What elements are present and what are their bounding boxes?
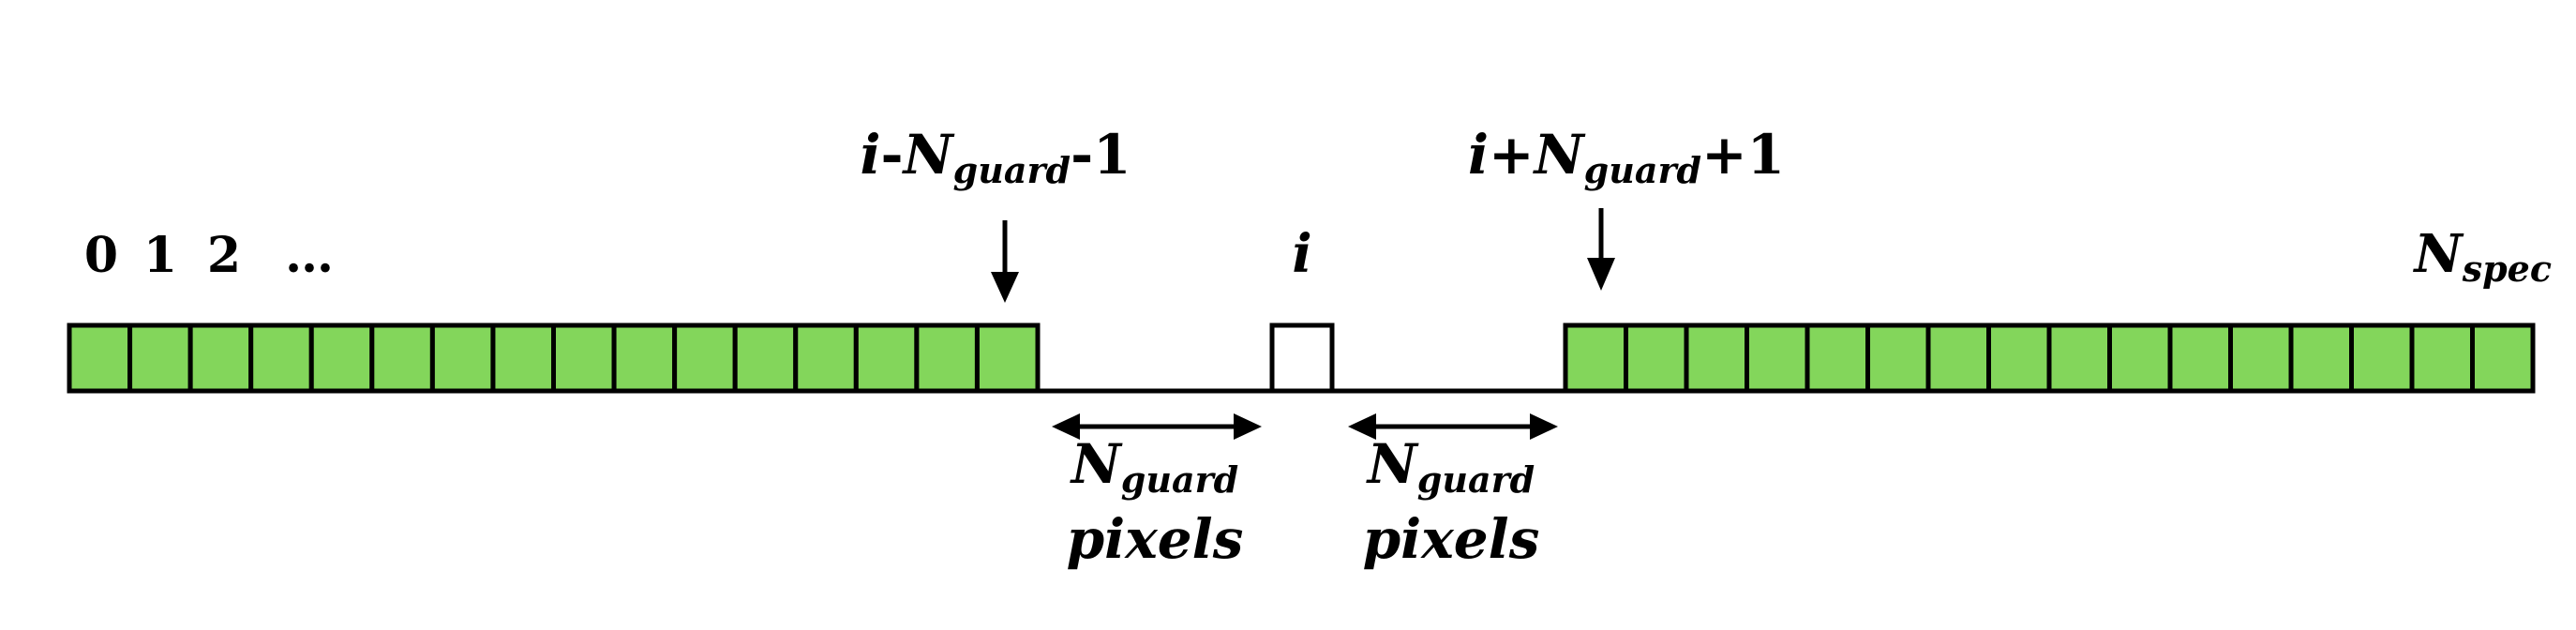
right-pixel-cell [2409, 322, 2475, 394]
center-index-label: i [1292, 223, 1311, 285]
left-gap-sym: N [1070, 432, 1123, 496]
left-pixel-cells [67, 322, 1041, 394]
left-gap-span-arrow [1052, 413, 1262, 440]
left-boundary-sep: - [881, 123, 904, 187]
left-gap-count-label: Nguard [1070, 432, 1238, 501]
left-boundary-suffix: -1 [1071, 123, 1131, 187]
left-pixel-cell [490, 322, 556, 394]
right-boundary-suffix: +1 [1701, 123, 1785, 187]
left-pixel-cell [611, 322, 678, 394]
right-pixel-cell [2470, 322, 2536, 394]
right-pixel-cell [1805, 322, 1870, 394]
right-pixel-cell [2107, 322, 2173, 394]
right-pixel-cell [1986, 322, 2052, 394]
right-boundary-sym: N [1533, 123, 1586, 187]
left-pixel-cell [429, 322, 496, 394]
left-pixel-cell [551, 322, 617, 394]
right-gap-count-label: Nguard [1366, 432, 1535, 501]
left-pixel-cell [67, 322, 133, 394]
index-1-label: 1 [143, 227, 177, 284]
ellipsis-label: … [285, 227, 334, 284]
left-pixel-cell [732, 322, 799, 394]
right-boundary-label: i+Nguard+1 [1468, 123, 1785, 191]
left-pixel-cell [853, 322, 920, 394]
right-pixel-cell [1745, 322, 1810, 394]
left-boundary-sym: N [902, 123, 955, 187]
left-pixel-cell [369, 322, 435, 394]
right-boundary-arrow [1587, 208, 1615, 291]
left-pixel-cell [974, 322, 1041, 394]
index-0-label: 0 [84, 227, 118, 284]
left-pixel-cell [914, 322, 980, 394]
left-pixel-cell [187, 322, 254, 394]
right-pixel-cell [2349, 322, 2415, 394]
right-boundary-sep: + [1489, 123, 1535, 187]
right-pixel-cell [1925, 322, 1991, 394]
right-gap-unit-label: pixels [1363, 507, 1540, 571]
right-pixel-cell [2167, 322, 2233, 394]
right-pixel-cell [1624, 322, 1689, 394]
right-boundary-sub: guard [1584, 149, 1701, 191]
right-gap-span-arrow [1348, 413, 1558, 440]
end-sym: N [2413, 223, 2464, 285]
right-pixel-cell [2046, 322, 2112, 394]
left-gap-unit-label: pixels [1067, 507, 1244, 571]
left-pixel-cell [672, 322, 738, 394]
left-pixel-cell [793, 322, 859, 394]
center-pixel-cell [1269, 322, 1335, 394]
right-boundary-var: i [1468, 123, 1489, 187]
right-pixel-cell [2288, 322, 2354, 394]
right-pixel-cell [1684, 322, 1749, 394]
right-pixel-cell [1865, 322, 1931, 394]
index-2-label: 2 [207, 227, 241, 284]
right-gap-sym: N [1366, 432, 1419, 496]
left-boundary-arrow [991, 220, 1019, 303]
left-boundary-label: i-Nguard-1 [861, 123, 1131, 191]
left-boundary-sub: guard [953, 149, 1071, 191]
right-pixel-cell [2228, 322, 2294, 394]
left-pixel-cell [248, 322, 314, 394]
left-gap-sub: guard [1121, 458, 1238, 501]
left-pixel-cell [308, 322, 375, 394]
right-pixel-cell [1563, 322, 1628, 394]
end-sub: spec [2462, 248, 2552, 290]
end-index-label: Nspec [2413, 223, 2552, 290]
right-gap-sub: guard [1417, 458, 1535, 501]
right-pixel-cells [1563, 322, 2536, 394]
left-pixel-cell [127, 322, 193, 394]
left-boundary-var: i [861, 123, 881, 187]
